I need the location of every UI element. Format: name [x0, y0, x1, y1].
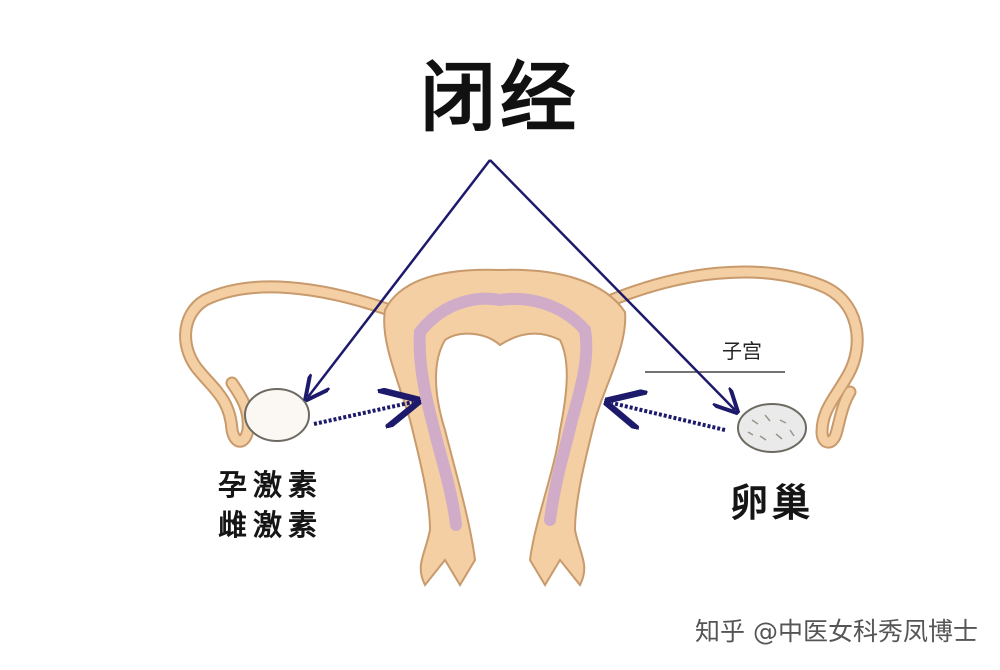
- left-ovary: [245, 389, 309, 441]
- progesterone-label: 孕激素: [218, 462, 368, 504]
- watermark: 知乎 @中医女科秀凤博士: [695, 612, 978, 648]
- right-ovary: [738, 404, 806, 452]
- arrow-left-ovary-to-uterus: [314, 402, 413, 424]
- uterus: [384, 270, 625, 585]
- uterus-label: 子宫: [722, 335, 762, 364]
- ovary-label: 卵巢: [730, 472, 814, 527]
- estrogen-label: 雌激素: [218, 502, 368, 544]
- arrow-right-ovary-to-uterus: [612, 403, 725, 430]
- diagram-title: 闭经: [385, 60, 615, 136]
